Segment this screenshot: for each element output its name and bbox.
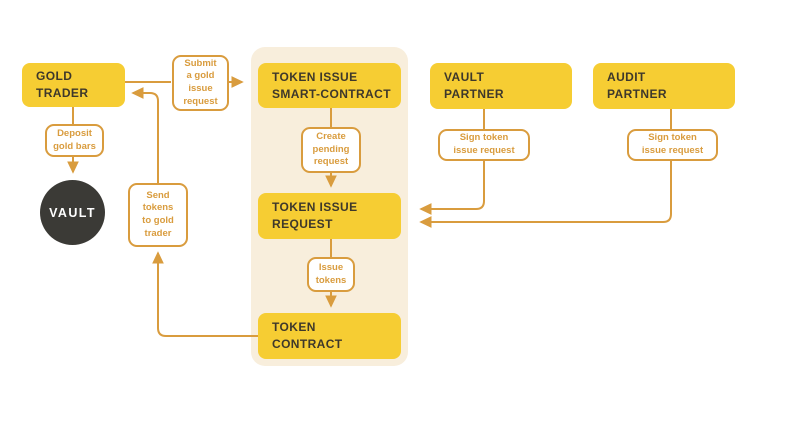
edge-auditpartner-request	[419, 109, 672, 228]
node-token-contract: TOKEN CONTRACT	[258, 313, 401, 359]
action-submit-gold-issue-request: Submit a gold issue request	[172, 55, 229, 111]
action-issue-tokens: Issue tokens	[307, 257, 355, 292]
action-create-pending-request: Create pending request	[301, 127, 361, 173]
edge-tokencontract-sendtokens	[152, 251, 258, 337]
action-sign-token-issue-request-vault: Sign token issue request	[438, 129, 530, 161]
action-sign-token-issue-request-audit: Sign token issue request	[627, 129, 718, 161]
edge-sendtokens-goldtrader	[131, 87, 159, 183]
node-gold-trader: GOLD TRADER	[22, 63, 125, 107]
node-vault: VAULT	[40, 180, 105, 245]
node-token-issue-request: TOKEN ISSUE REQUEST	[258, 193, 401, 239]
node-token-issue-smart-contract: TOKEN ISSUE SMART-CONTRACT	[258, 63, 401, 108]
action-deposit-gold-bars: Deposit gold bars	[45, 124, 104, 157]
action-send-tokens-to-gold-trader: Send tokens to gold trader	[128, 183, 188, 247]
node-vault-partner: VAULT PARTNER	[430, 63, 572, 109]
node-audit-partner: AUDIT PARTNER	[593, 63, 735, 109]
